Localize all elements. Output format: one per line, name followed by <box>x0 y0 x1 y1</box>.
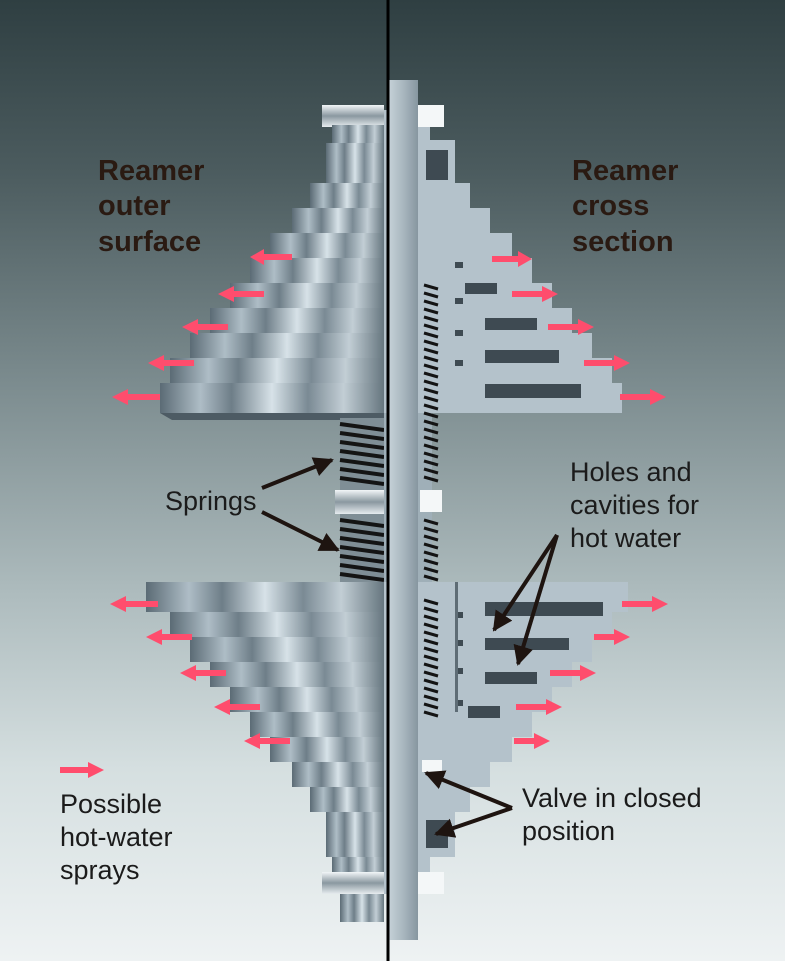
valve-label: Valve in closed position <box>522 783 702 846</box>
holes-label: Holes and cavities for hot water <box>570 457 700 553</box>
callout-arrow-icon <box>261 457 334 490</box>
callout-arrow-icon <box>424 770 513 810</box>
spray-arrow-icon <box>110 596 158 612</box>
springs-label: Springs <box>165 486 257 516</box>
spray-arrow-icon <box>622 596 668 612</box>
spray-arrow-icon <box>244 733 290 749</box>
spray-arrow-icon <box>594 629 630 645</box>
spring-icon <box>339 418 385 490</box>
spray-arrow-icon <box>182 319 228 335</box>
spray-arrow-icon <box>512 286 558 302</box>
spray-arrow-icon <box>250 249 292 265</box>
spray-arrow-icon <box>550 665 596 681</box>
spray-arrow-icon <box>180 665 226 681</box>
spray-arrow-icon <box>218 286 264 302</box>
callout-arrows <box>261 457 559 838</box>
spray-arrow-icon <box>112 389 160 405</box>
spray-arrow-icon <box>148 355 194 371</box>
spring-icon <box>339 514 385 582</box>
spray-arrow-icon <box>548 319 594 335</box>
spray-arrow-icon <box>492 251 532 267</box>
callout-arrow-icon <box>434 806 513 838</box>
spray-arrow-icon <box>146 629 192 645</box>
spring-icon <box>423 283 439 718</box>
spray-arrow-icon <box>214 699 260 715</box>
legend-spray-arrow-icon <box>60 762 104 778</box>
callout-arrow-icon <box>492 533 559 632</box>
callout-arrow-icon <box>261 510 340 552</box>
spray-arrow-icon <box>620 389 666 405</box>
outer-surface-label: Reamer outer surface <box>98 155 205 258</box>
cross-section-label: Reamer cross section <box>572 155 679 258</box>
spray-arrow-icon <box>584 355 630 371</box>
legend-label: Possible hot-water sprays <box>60 789 173 885</box>
reamer-outer-surface <box>146 105 385 922</box>
spray-arrow-icon <box>516 699 562 715</box>
spray-arrows <box>60 249 668 778</box>
spray-arrow-icon <box>514 733 550 749</box>
callout-arrow-icon <box>513 534 559 666</box>
